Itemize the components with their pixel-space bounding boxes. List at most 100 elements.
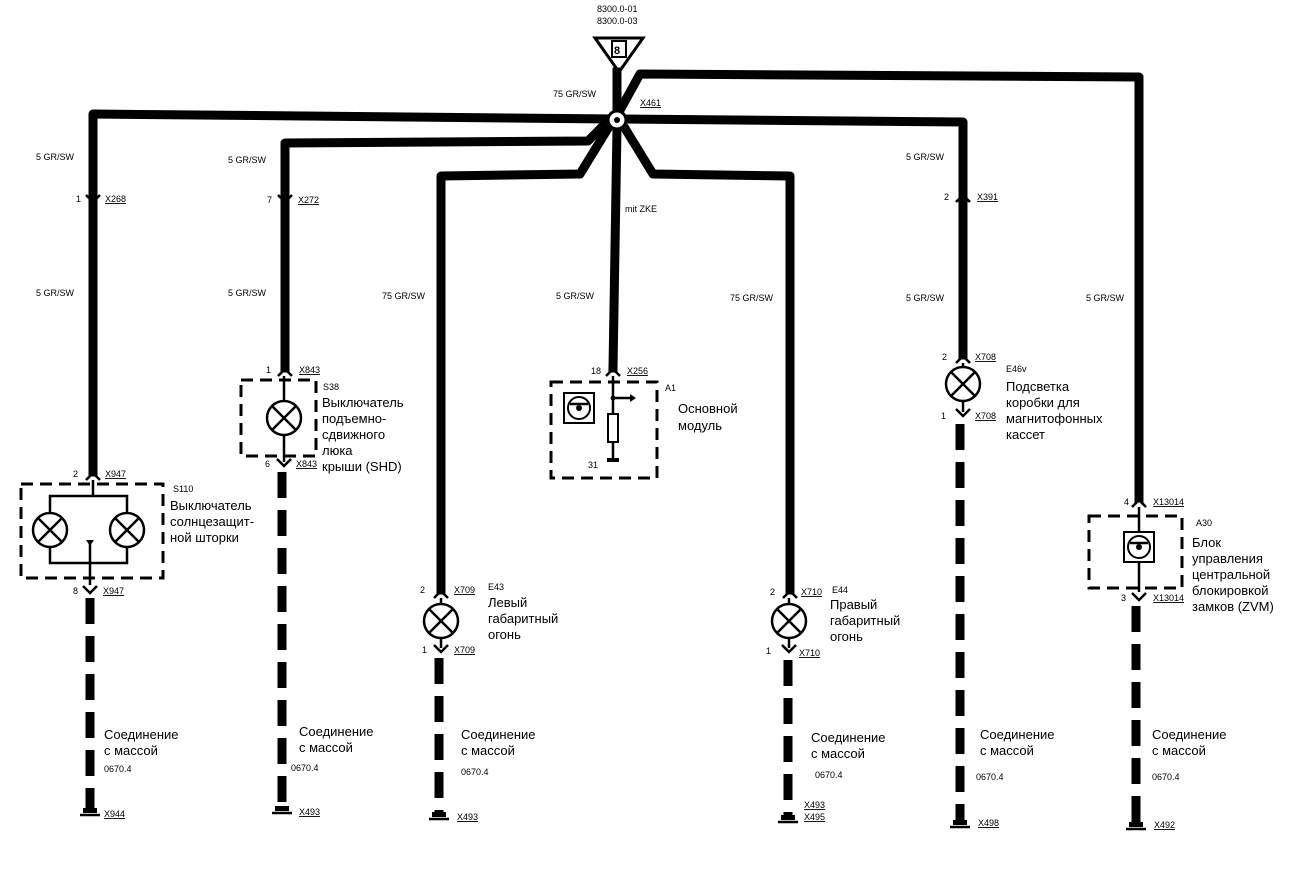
b1-ground-conn: X944 xyxy=(104,809,125,819)
b2-conn-out: X843 xyxy=(296,459,317,469)
b3-ground-label-1: Соединение xyxy=(461,727,536,742)
e44-lamp-icon xyxy=(770,598,808,648)
b7-ground-conn: X492 xyxy=(1154,820,1175,830)
s110-lamp-icons xyxy=(31,480,146,585)
a30-label-5: замков (ZVM) xyxy=(1192,599,1274,614)
b1-conn-in: X947 xyxy=(105,469,126,479)
b5-ground-conn-2: X495 xyxy=(804,812,825,822)
e46v-label-3: магнитофонных xyxy=(1006,411,1103,426)
b2-ground-label-1: Соединение xyxy=(299,724,374,739)
a1-label-2: модуль xyxy=(678,418,722,433)
b5-conn-out: X710 xyxy=(799,648,820,658)
a1-id: A1 xyxy=(665,383,676,393)
b5-pin-in: 2 xyxy=(770,587,775,597)
b3-ground-ref: 0670.4 xyxy=(461,767,489,777)
e46v-label-1: Подсветка xyxy=(1006,379,1070,394)
fuse-number: 8 xyxy=(614,45,620,57)
e44-label-2: габаритный xyxy=(830,613,900,628)
b6-ground-label-1: Соединение xyxy=(980,727,1055,742)
b6-pin-top: 2 xyxy=(944,192,949,202)
b1-ground-label-2: с массой xyxy=(104,743,158,758)
fuse-ref-1: 8300.0-01 xyxy=(597,4,638,14)
b6-pin-out: 1 xyxy=(941,411,946,421)
b1-ground-icon xyxy=(80,808,100,817)
b6-pin-in: 2 xyxy=(942,352,947,362)
b2-ground-icon xyxy=(272,806,292,815)
b1-connector-arrow xyxy=(85,194,101,204)
b3-conn-in: X709 xyxy=(454,585,475,595)
b2-wire-top: 5 GR/SW xyxy=(228,155,267,165)
fuse-symbol xyxy=(592,36,646,75)
b3-ground-label-2: с массой xyxy=(461,743,515,758)
a30-id: A30 xyxy=(1196,518,1212,528)
b2-ground-label-2: с массой xyxy=(299,740,353,755)
b4-wire-mid: 5 GR/SW xyxy=(556,291,595,301)
b7-conn-out: X13014 xyxy=(1153,593,1184,603)
b1-ground-ref: 0670.4 xyxy=(104,764,132,774)
b7-wire-mid: 5 GR/SW xyxy=(1086,293,1125,303)
a1-module-box xyxy=(549,380,659,480)
a1-module-icon xyxy=(563,376,636,462)
b6-ground-icon xyxy=(950,820,970,829)
b3-ground-icon xyxy=(429,812,449,821)
b5-pin-out: 1 xyxy=(766,646,771,656)
b6-conn-top: X391 xyxy=(977,192,998,202)
b1-wire-top: 5 GR/SW xyxy=(36,152,75,162)
b2-pin-in: 1 xyxy=(266,365,271,375)
b1-conn-top: X268 xyxy=(105,194,126,204)
b2-conn-top: X272 xyxy=(298,195,319,205)
b5-ground-ref: 0670.4 xyxy=(815,770,843,780)
e44-id: E44 xyxy=(832,585,848,595)
e44-label-3: огонь xyxy=(830,629,863,644)
a30-label-4: блокировкой xyxy=(1192,583,1268,598)
b3-ground-conn: X493 xyxy=(457,812,478,822)
a1-ground-pin: 31 xyxy=(588,460,598,470)
b5-ground-conn: X493 xyxy=(804,800,825,810)
b1-pin-in: 2 xyxy=(73,469,78,479)
b1-pin-top: 1 xyxy=(76,194,81,204)
b3-wire-mid: 75 GR/SW xyxy=(382,291,426,301)
b1-pin-out: 8 xyxy=(73,586,78,596)
junction-wire-label: 75 GR/SW xyxy=(553,89,597,99)
b2-ground-conn: X493 xyxy=(299,807,320,817)
s110-switch-box xyxy=(19,482,165,580)
b3-pin-out: 1 xyxy=(422,645,427,655)
b1-wire-mid: 5 GR/SW xyxy=(36,288,75,298)
e46v-id: E46v xyxy=(1006,364,1027,374)
b3-pin-in: 2 xyxy=(420,585,425,595)
b2-wire-mid: 5 GR/SW xyxy=(228,288,267,298)
e44-label-1: Правый xyxy=(830,597,877,612)
a30-module-icon xyxy=(1123,507,1155,592)
b6-ground-conn: X498 xyxy=(978,818,999,828)
e46v-label-4: кассет xyxy=(1006,427,1045,442)
b6-ground-label-2: с массой xyxy=(980,743,1034,758)
a30-label-1: Блок xyxy=(1192,535,1221,550)
s110-id: S110 xyxy=(173,484,193,494)
b7-ground-label-1: Соединение xyxy=(1152,727,1227,742)
b6-conn-out: X708 xyxy=(975,411,996,421)
e43-label-3: огонь xyxy=(488,627,521,642)
s38-label-3: сдвижного xyxy=(322,427,385,442)
b2-ground-ref: 0670.4 xyxy=(291,763,319,773)
e46v-label-2: коробки для xyxy=(1006,395,1080,410)
b3-conn-out: X709 xyxy=(454,645,475,655)
b7-ground-ref: 0670.4 xyxy=(1152,772,1180,782)
b6-conn-in: X708 xyxy=(975,352,996,362)
b7-pin-in: 4 xyxy=(1124,497,1129,507)
b5-ground-label-1: Соединение xyxy=(811,730,886,745)
b6-ground-ref: 0670.4 xyxy=(976,772,1004,782)
b5-wire-mid: 75 GR/SW xyxy=(730,293,774,303)
s110-label-2: солнцезащит- xyxy=(170,514,254,529)
b7-conn-in: X13014 xyxy=(1153,497,1184,507)
e46v-lamp-icon xyxy=(944,363,982,412)
s110-label-1: Выключатель xyxy=(170,498,252,513)
b5-ground-icon xyxy=(778,815,798,824)
b7-ground-icon xyxy=(1126,822,1146,831)
b2-pin-top: 7 xyxy=(267,195,272,205)
a30-label-3: центральной xyxy=(1192,567,1270,582)
b7-pin-out: 3 xyxy=(1121,593,1126,603)
e43-id: E43 xyxy=(488,582,504,592)
b1-ground-label-1: Соединение xyxy=(104,727,179,742)
